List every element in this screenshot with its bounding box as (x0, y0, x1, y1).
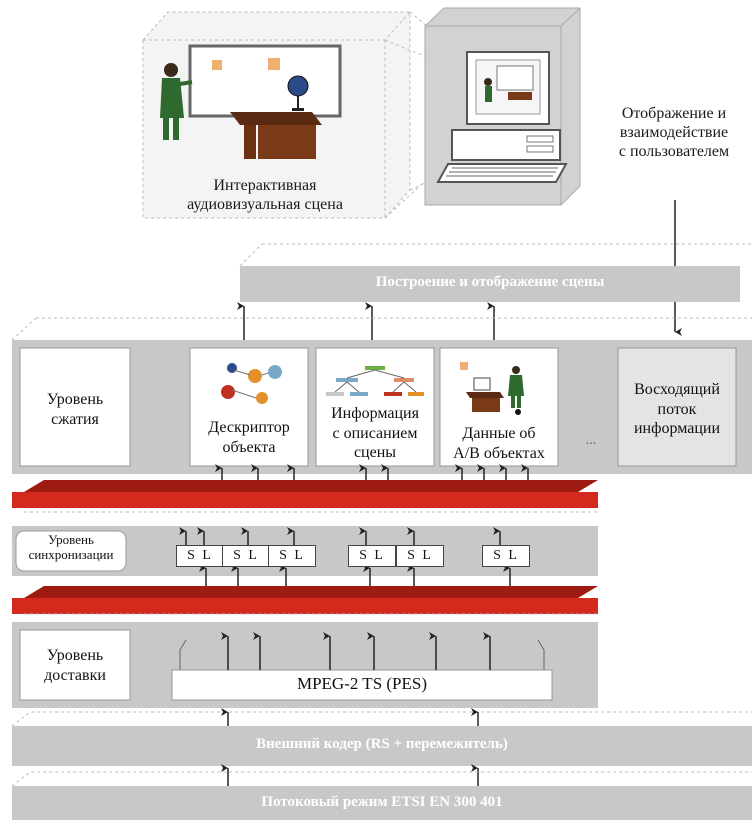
object-descriptor-label: Дескриптор объекта (190, 418, 308, 457)
sl-box-5: S L (396, 545, 444, 567)
sync-label-line1: Уровень (48, 532, 94, 547)
compression-label-line2: сжатия (51, 410, 99, 428)
delivery-label-line1: Уровень (46, 647, 104, 664)
object-descriptor-icon (221, 363, 282, 404)
sl-box-1: S L (176, 545, 224, 567)
more-objects-ellipsis: ... (585, 433, 597, 448)
sl-box-3: S L (268, 545, 316, 567)
sync-label-line2: синхронизации (28, 546, 114, 562)
compression-label: Уровень сжатия (20, 390, 130, 429)
scene-info-line1: Информация (331, 405, 419, 422)
red-bar-upper (12, 480, 598, 508)
av-objects-icon (460, 362, 524, 415)
scene-info-line3: сцены (353, 444, 397, 462)
display-label: Отображение и взаимодействие с пользоват… (596, 104, 752, 162)
sl-box-6: S L (482, 545, 530, 567)
composition-label: Построение и отображение сцены (375, 274, 605, 290)
sl-box-4: S L (348, 545, 396, 567)
mpeg2-ts-label: MPEG-2 TS (PES) (296, 674, 428, 693)
computer-box (424, 7, 581, 206)
upstream-line1: Восходящий (634, 381, 720, 398)
upstream-label: Восходящий поток информации (618, 380, 736, 439)
streaming-band (11, 771, 752, 820)
sl-box-2: S L (222, 545, 270, 567)
scene-info-label: Информация с описанием сцены (316, 404, 434, 463)
streaming-label: Потоковый режим ETSI EN 300 401 (261, 794, 503, 810)
display-label-line1: Отображение и (621, 105, 727, 122)
delivery-band (12, 613, 598, 708)
outer-coder-label: Внешний кодер (RS + перемежитель) (256, 736, 508, 752)
descriptor-line1: Дескриптор (208, 419, 290, 436)
av-data-line2: A/B объектах (453, 444, 545, 462)
descriptor-line2: объекта (222, 438, 276, 456)
scene-description-icon (326, 366, 424, 396)
scene-box (142, 11, 411, 219)
sync-label: Уровень синхронизации (16, 532, 126, 563)
delivery-label: Уровень доставки (20, 646, 130, 685)
composition-band (239, 243, 752, 302)
compression-label-line1: Уровень (46, 391, 104, 408)
compression-band (11, 317, 752, 474)
scene-label-line2: аудиовизуальная сцена (187, 196, 343, 214)
outer-coder-band (11, 711, 752, 766)
upstream-line3: информации (633, 420, 721, 438)
scene-label: Интерактивная аудиовизуальная сцена (160, 176, 370, 214)
display-label-line2: взаимодействие (619, 124, 729, 142)
scene-label-line1: Интерактивная (213, 177, 317, 194)
red-bar-lower (12, 586, 598, 614)
delivery-label-line2: доставки (44, 666, 106, 684)
av-data-line1: Данные об (462, 425, 536, 442)
upstream-line2: поток (657, 400, 697, 418)
scene-info-line2: с описанием (332, 424, 418, 442)
display-label-line3: с пользователем (618, 143, 730, 161)
av-data-label: Данные об A/B объектах (440, 424, 558, 463)
